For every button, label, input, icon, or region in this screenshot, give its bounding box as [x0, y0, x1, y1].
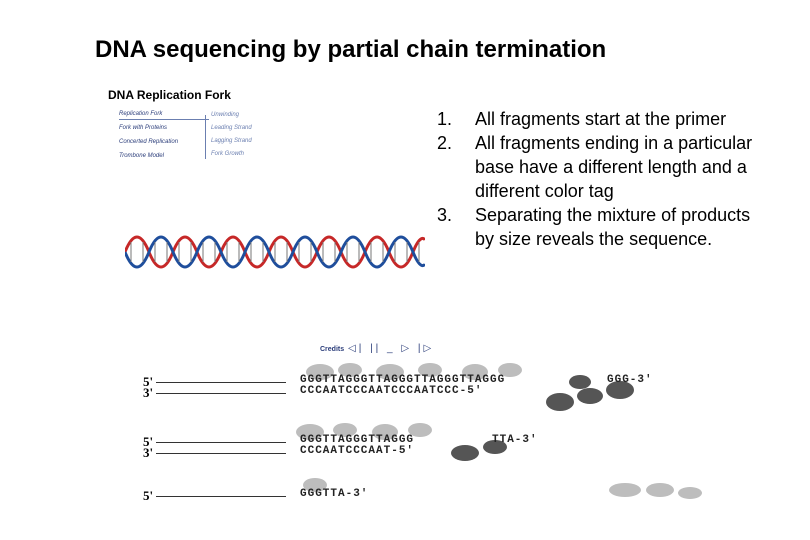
fork-menu-title: DNA Replication Fork — [108, 88, 231, 102]
primer-strand-line — [156, 393, 286, 394]
dna-double-helix-image — [125, 235, 425, 269]
dna-sequence-bottom: CCCAATCCCAATCCCAATCCC-5' — [300, 385, 483, 397]
fork-menu-item[interactable]: Trombone Model — [119, 153, 164, 159]
template-strand-line — [156, 496, 286, 497]
key-point-number: 1. — [437, 109, 453, 129]
primer-strand-line — [156, 453, 286, 454]
five-prime-label: 5' — [143, 434, 154, 449]
key-points-list: 1. All fragments start at the primer 2. … — [437, 107, 767, 251]
polymerase-blobs-image — [296, 363, 702, 499]
fork-menu-connector — [205, 115, 206, 159]
key-point-text: All fragments start at the primer — [475, 109, 727, 129]
template-strand-line — [156, 382, 286, 383]
dna-sequence-tail: TTA-3' — [492, 434, 538, 446]
fork-menu-divider — [119, 119, 209, 120]
key-point-text: All fragments ending in a particular bas… — [475, 133, 753, 201]
fork-menu-item[interactable]: Concerted Replication — [119, 139, 179, 145]
key-point-item: 2. All fragments ending in a particular … — [437, 131, 767, 203]
credits-link[interactable]: Credits — [320, 346, 345, 353]
template-strand-line — [156, 442, 286, 443]
dna-sequence-top: GGGTTAGGGTTAGGGTTAGGGTTAGGG — [300, 374, 506, 386]
fork-menu-subitem[interactable]: Unwinding — [211, 112, 240, 118]
key-point-item: 3. Separating the mixture of products by… — [437, 203, 767, 251]
slide-title: DNA sequencing by partial chain terminat… — [95, 36, 607, 63]
fork-menu-item[interactable]: Replication Fork — [119, 111, 163, 117]
fork-menu-item[interactable]: Fork with Proteins — [119, 125, 168, 131]
dna-sequence-tail: GGG-3' — [607, 374, 653, 386]
dna-sequence-bottom: CCCAATCCCAAT-5' — [300, 445, 415, 457]
key-point-number: 2. — [437, 133, 453, 153]
key-point-number: 3. — [437, 205, 453, 225]
replication-fork-menu: DNA Replication Fork Replication Fork Fo… — [105, 85, 405, 195]
animation-controls[interactable]: ◁| || _ ▷ |▷ — [348, 343, 435, 354]
key-point-item: 1. All fragments start at the primer — [437, 107, 767, 131]
five-prime-label: 5' — [143, 374, 154, 389]
dna-sequence-top: GGGTTA-3' — [300, 488, 369, 500]
three-prime-label: 3' — [143, 445, 154, 460]
key-point-text: Separating the mixture of products by si… — [475, 205, 751, 249]
fork-menu-subitem[interactable]: Fork Growth — [211, 151, 245, 157]
five-prime-label: 5' — [143, 488, 154, 503]
fork-menu-subitem[interactable]: Leading Strand — [211, 125, 252, 131]
dna-sequence-top: GGGTTAGGGTTAGGG — [300, 434, 415, 446]
three-prime-label: 3' — [143, 385, 154, 400]
fork-menu-subitem[interactable]: Lagging Strand — [211, 138, 252, 144]
